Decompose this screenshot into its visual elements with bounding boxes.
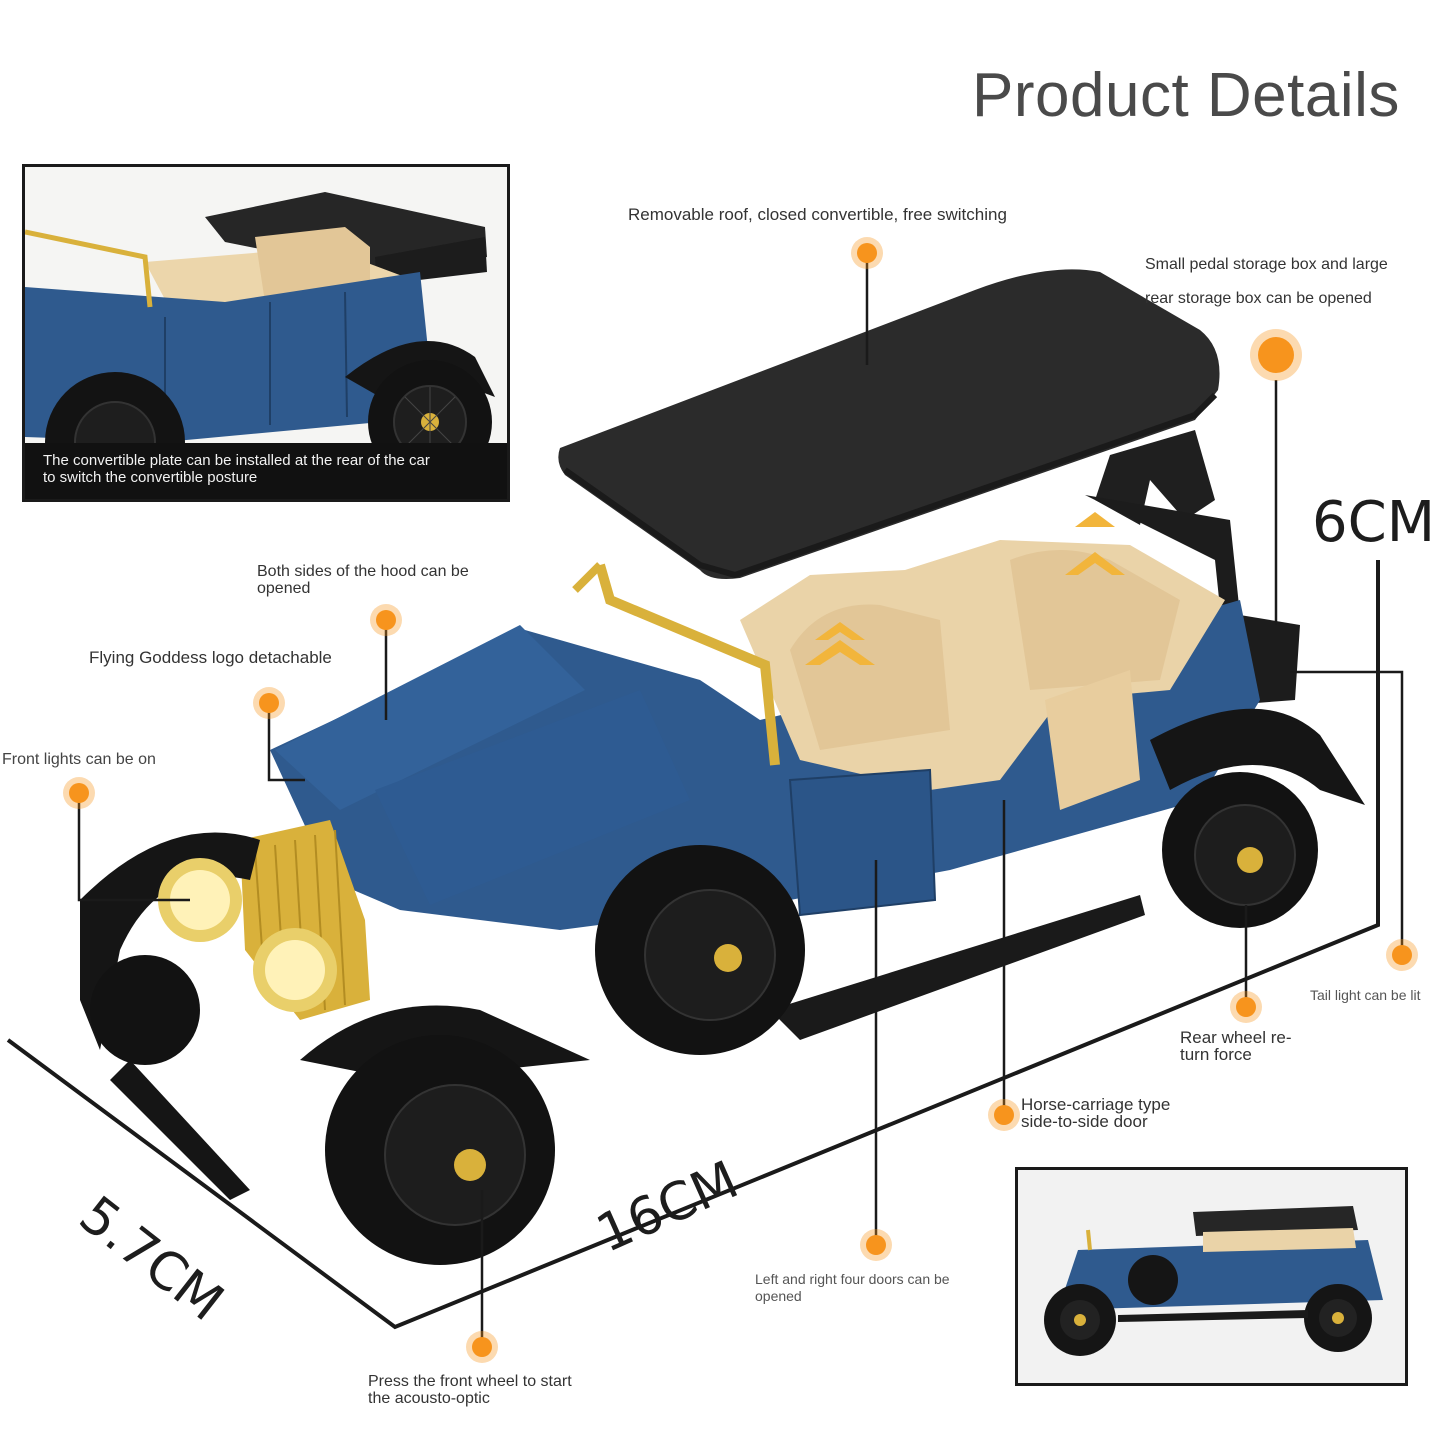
dimension-height: 6CM	[1312, 490, 1436, 555]
wheels	[90, 772, 1318, 1265]
inset-caption-line-2: to switch the convertible posture	[43, 469, 258, 486]
marker-four-doors	[860, 1229, 892, 1261]
label-hood-line-2: opened	[257, 580, 311, 597]
leader-lines	[77, 253, 1404, 1347]
label-door-line-2: side-to-side door	[1021, 1112, 1148, 1131]
label-front-lights: Front lights can be on	[2, 751, 156, 768]
label-roof: Removable roof, closed convertible, free…	[628, 205, 1007, 224]
label-door: Horse-carriage type side-to-side door	[1021, 1096, 1170, 1130]
label-four-doors-line-1: Left and right four doors can be	[755, 1271, 950, 1287]
label-storage: Small pedal storage box and large rear s…	[1145, 248, 1388, 316]
label-door-line-1: Horse-carriage type	[1021, 1095, 1171, 1114]
inset-photo-side-view	[1015, 1167, 1408, 1386]
label-hood: Both sides of the hood can be opened	[257, 563, 469, 597]
seat-arrows	[805, 512, 1125, 665]
label-front-wheel-line-2: the acousto-optic	[368, 1390, 490, 1407]
car-body	[270, 540, 1260, 1040]
label-hood-line-1: Both sides of the hood can be	[257, 563, 469, 580]
marker-tail-light	[1386, 939, 1418, 971]
dimension-lines	[6, 560, 1380, 1330]
label-four-doors-line-2: opened	[755, 1288, 802, 1304]
car-roof	[558, 269, 1220, 579]
marker-hood	[370, 604, 402, 636]
label-rear-wheel-line-2: turn force	[1180, 1045, 1252, 1064]
page-title: Product Details	[972, 61, 1400, 130]
label-front-wheel-line-1: Press the front wheel to start	[368, 1373, 572, 1390]
marker-logo	[253, 687, 285, 719]
feature-markers	[63, 237, 1418, 1363]
marker-rear-wheel	[1230, 991, 1262, 1023]
label-tail-light: Tail light can be lit	[1310, 987, 1421, 1003]
label-rear-wheel: Rear wheel re- turn force	[1180, 1029, 1292, 1063]
label-four-doors: Left and right four doors can be opened	[755, 1271, 950, 1305]
label-rear-wheel-line-1: Rear wheel re-	[1180, 1028, 1292, 1047]
marker-door	[988, 1099, 1020, 1131]
inset-photo-convertible: The convertible plate can be installed a…	[22, 164, 510, 502]
inset-side-car-illustration	[1044, 1206, 1383, 1356]
marker-front-lights	[63, 777, 95, 809]
marker-front-wheel	[466, 1331, 498, 1363]
label-front-wheel: Press the front wheel to start the acous…	[368, 1373, 572, 1407]
label-storage-line-2: rear storage box can be opened	[1145, 290, 1372, 307]
inset-caption: The convertible plate can be installed a…	[25, 443, 507, 499]
marker-storage	[1250, 329, 1302, 381]
inset-caption-line-1: The convertible plate can be installed a…	[43, 452, 430, 469]
label-logo: Flying Goddess logo detachable	[89, 648, 332, 667]
headlights	[158, 858, 337, 1012]
label-storage-line-1: Small pedal storage box and large	[1145, 256, 1388, 273]
marker-roof	[851, 237, 883, 269]
